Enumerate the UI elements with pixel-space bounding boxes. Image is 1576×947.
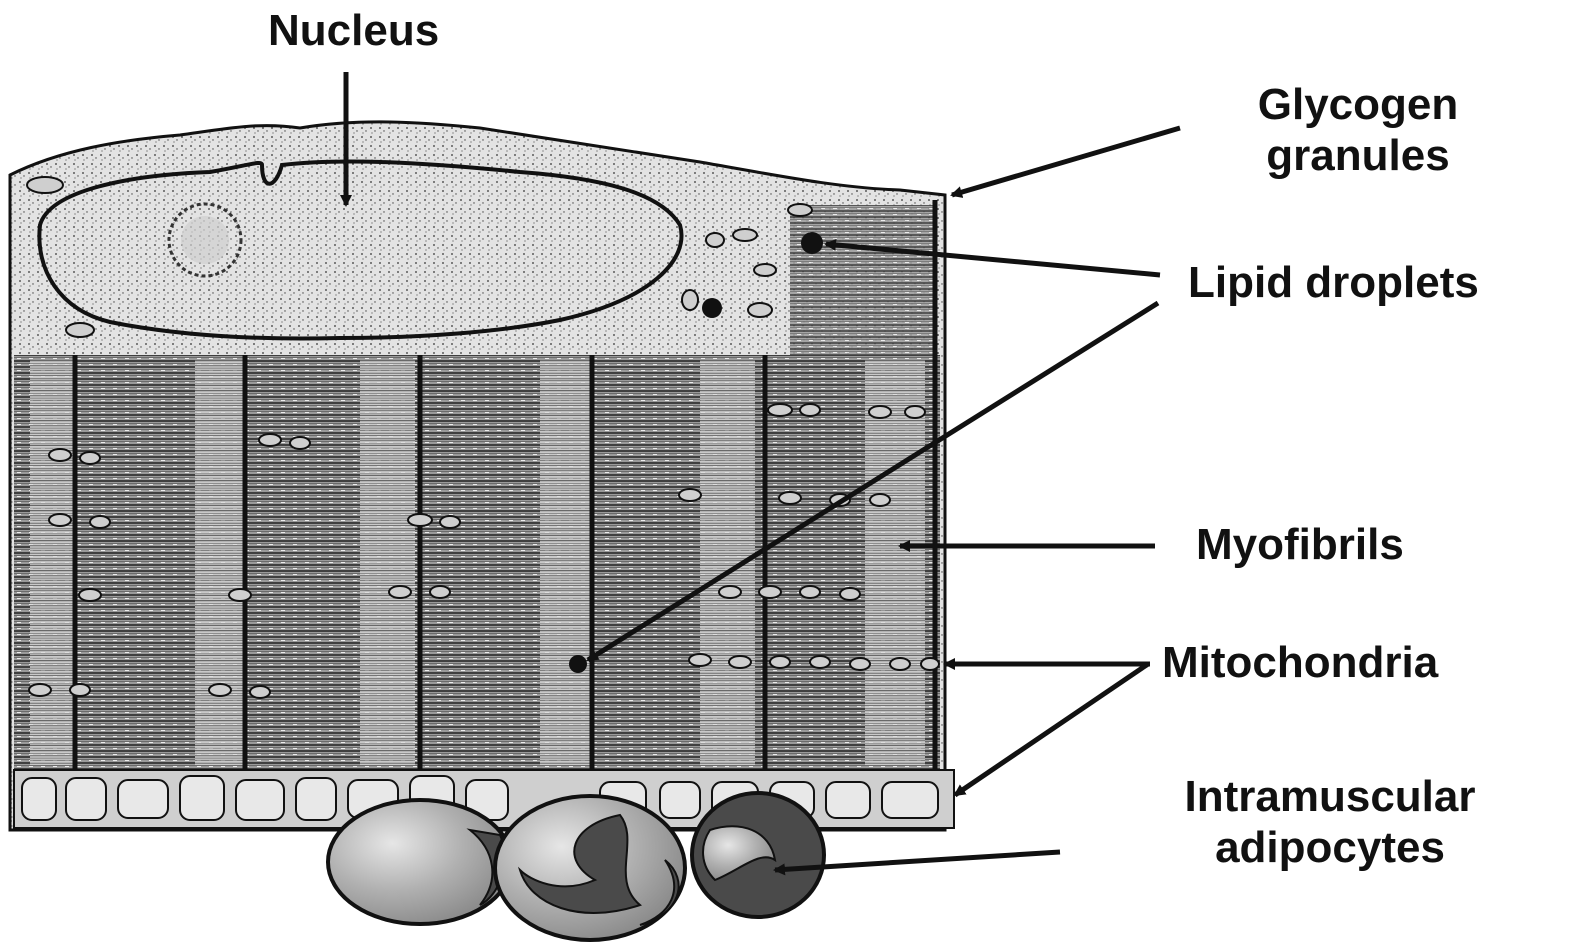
mitochondria-arrow-lower [955, 664, 1148, 795]
myofibril-block [14, 355, 940, 770]
lipid-droplet [801, 232, 823, 254]
nucleus [39, 161, 681, 338]
label-glycogen-line1: Glycogen [1228, 80, 1488, 131]
myofibril-upper-right [790, 205, 935, 355]
label-adipocytes-line2: adipocytes [1140, 823, 1520, 874]
glycogen-arrow [952, 128, 1180, 195]
lipid-droplet [702, 298, 722, 318]
label-intramuscular-adipocytes: Intramuscular adipocytes [1140, 772, 1520, 873]
intramuscular-adipocytes [328, 793, 824, 940]
label-myofibrils: Myofibrils [1196, 520, 1404, 571]
lipid-droplet [569, 655, 587, 673]
adipocyte [328, 800, 512, 924]
label-lipid-droplets: Lipid droplets [1188, 258, 1479, 309]
label-glycogen-line2: granules [1228, 131, 1488, 182]
label-mitochondria: Mitochondria [1162, 638, 1438, 689]
label-adipocytes-line1: Intramuscular [1140, 772, 1520, 823]
label-glycogen-granules: Glycogen granules [1228, 80, 1488, 181]
label-nucleus: Nucleus [268, 6, 439, 57]
